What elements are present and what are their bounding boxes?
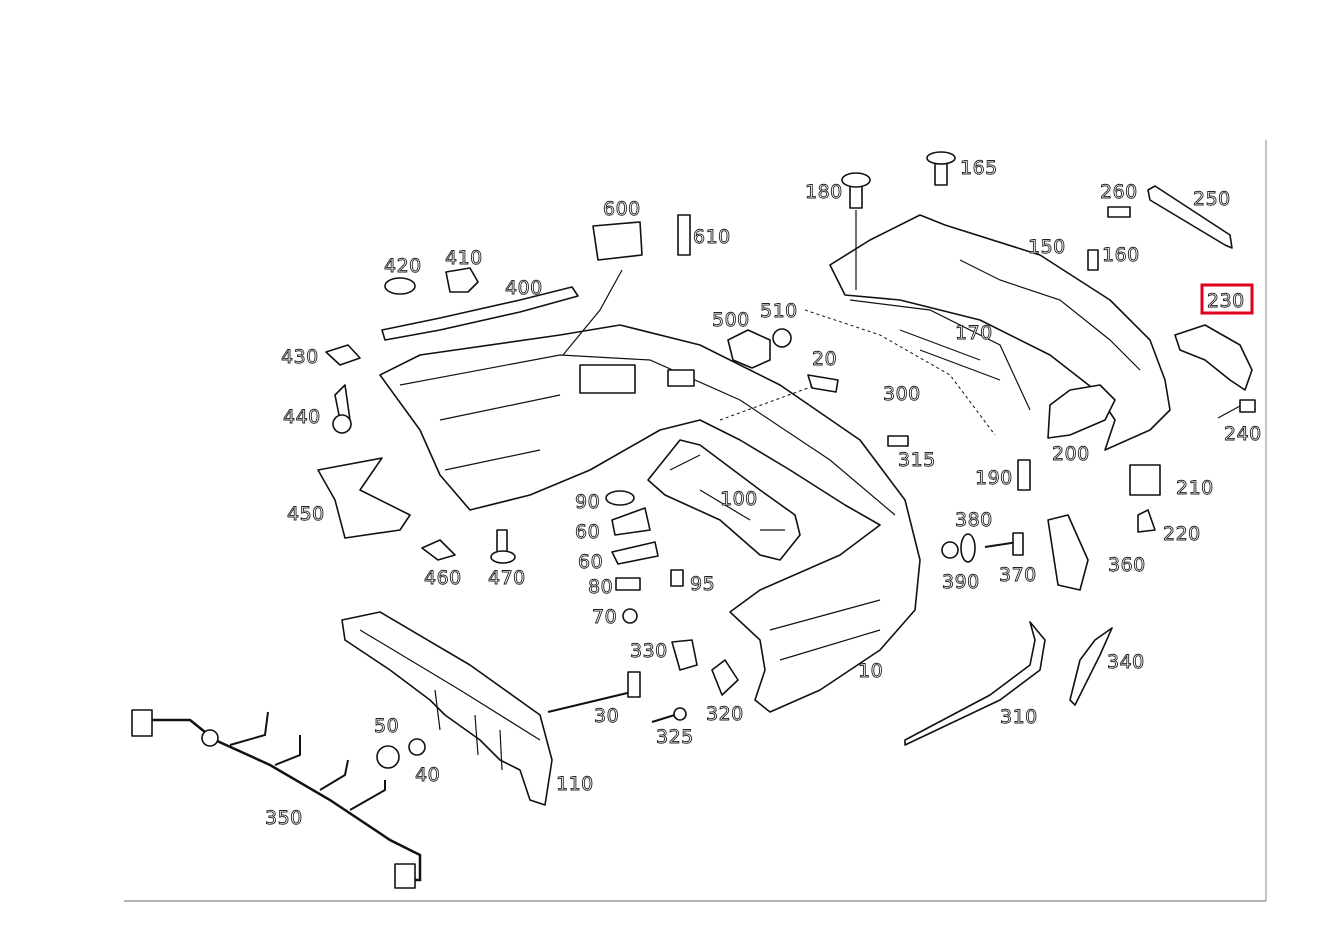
part-number-label: 325 <box>656 726 694 748</box>
part-number-label: 190 <box>975 467 1013 489</box>
part-500 <box>727 329 771 369</box>
part-number-label: 400 <box>505 277 543 299</box>
part-number-label: 30 <box>594 705 619 727</box>
part-number-label: 330 <box>630 640 668 662</box>
part-labels: 10 20 30 40 50 60 60 70 80 90 95 100 110 150 160 165 170… <box>265 157 1262 830</box>
part-number-label: 350 <box>265 807 303 829</box>
part-number-label: 430 <box>281 346 319 368</box>
part-bumper-cover <box>379 324 921 713</box>
part-rear-panel <box>829 214 1171 451</box>
part-number-label: 60 <box>575 521 600 543</box>
part-number-label: 165 <box>960 157 998 179</box>
part-number-label: 450 <box>287 503 325 525</box>
part-number-label: 160 <box>1102 244 1140 266</box>
pointer-line-600 <box>562 269 623 356</box>
part-number-label: 40 <box>415 764 440 786</box>
part-number-label: 150 <box>1028 236 1066 258</box>
part-number-label: 470 <box>488 567 526 589</box>
part-number-label: 360 <box>1108 554 1146 576</box>
part-cover-plate <box>592 221 643 261</box>
part-inner-bracket <box>647 439 801 561</box>
part-number-label: 315 <box>898 449 936 471</box>
part-number-label: 20 <box>812 348 837 370</box>
part-number-label: 210 <box>1176 477 1214 499</box>
part-number-label: 420 <box>384 255 422 277</box>
part-number-label: 260 <box>1100 181 1138 203</box>
part-reflector <box>1047 384 1116 439</box>
small-hardware <box>325 151 1256 769</box>
part-number-label: 380 <box>955 509 993 531</box>
part-number-label: 410 <box>445 247 483 269</box>
part-number-label: 60 <box>578 551 603 573</box>
part-number-label: 200 <box>1052 443 1090 465</box>
part-number-label: 80 <box>588 576 613 598</box>
part-number-label: 390 <box>942 571 980 593</box>
part-trim-310 <box>904 621 1046 746</box>
part-trim-strip <box>1147 185 1233 249</box>
part-number-label: 170 <box>955 322 993 344</box>
part-number-label: 95 <box>690 573 715 595</box>
part-number-label: 440 <box>283 406 321 428</box>
part-clip-610 <box>677 214 691 256</box>
part-number-label: 230 <box>1207 290 1245 312</box>
part-number-label: 340 <box>1107 651 1145 673</box>
part-number-label: 180 <box>805 181 843 203</box>
part-side-bracket <box>1174 324 1253 391</box>
part-number-label: 600 <box>603 198 641 220</box>
part-lower-carrier <box>341 611 553 806</box>
part-shield <box>317 457 411 539</box>
part-number-label: 320 <box>706 703 744 725</box>
part-rail <box>381 286 579 341</box>
part-number-label: 310 <box>1000 706 1038 728</box>
part-number-label: 300 <box>883 383 921 405</box>
part-number-label: 110 <box>556 773 594 795</box>
part-number-label: 240 <box>1224 423 1262 445</box>
part-number-label: 50 <box>374 715 399 737</box>
part-number-label: 70 <box>592 606 617 628</box>
part-number-label: 10 <box>858 660 883 682</box>
part-number-label: 90 <box>575 491 600 513</box>
part-wiring-harness <box>131 709 422 889</box>
part-number-label: 460 <box>424 567 462 589</box>
part-trim-340 <box>1069 627 1113 706</box>
part-number-label: 610 <box>693 226 731 248</box>
highlight-box-230 <box>1200 283 1254 315</box>
part-number-label: 510 <box>760 300 798 322</box>
part-number-label: 220 <box>1163 523 1201 545</box>
part-number-label: 500 <box>712 309 750 331</box>
part-number-label: 250 <box>1193 188 1231 210</box>
part-510 <box>772 328 792 348</box>
part-number-label: 370 <box>999 564 1037 586</box>
part-number-label: 100 <box>720 488 758 510</box>
